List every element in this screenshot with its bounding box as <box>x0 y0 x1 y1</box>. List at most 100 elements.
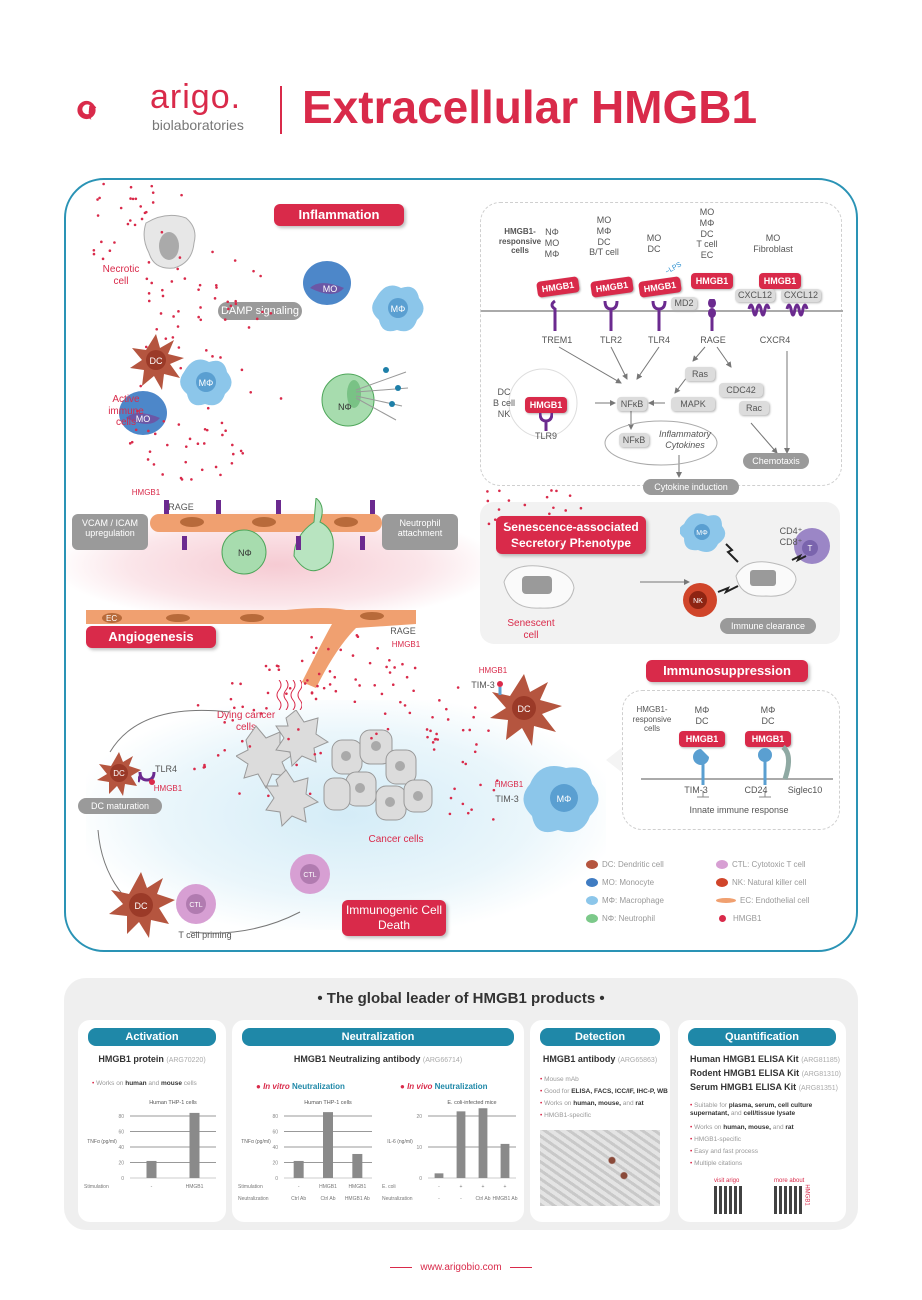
qr-code-more-about[interactable] <box>774 1186 802 1214</box>
hmgb1-particle <box>248 745 252 748</box>
product-name[interactable]: HMGB1 protein (ARG70220) <box>98 1054 206 1064</box>
responsive-cells-label: HMGB1-responsive cells <box>498 227 542 256</box>
svg-text:MΦ: MΦ <box>696 530 708 537</box>
hmgb1-particle <box>172 315 175 318</box>
hmgb1-particle <box>385 665 388 669</box>
mouse-icon: ● <box>256 1082 261 1091</box>
hmgb1-particle <box>315 646 318 650</box>
tlr2-cells: MO MΦ DC B/T cell <box>589 215 619 258</box>
hmgb1-particle <box>92 252 96 256</box>
hmgb1-particle <box>269 311 273 315</box>
hmgb1-particle <box>268 668 271 672</box>
hmgb1-particle <box>386 727 390 731</box>
hmgb1-particle <box>240 739 244 743</box>
tlr4-label: TLR4 <box>647 335 670 345</box>
cdc42-box: CDC42 <box>719 383 763 397</box>
dc-legend-icon <box>586 860 598 870</box>
hmgb1-particle <box>199 306 202 309</box>
hmgb1-particle <box>139 384 143 388</box>
y-axis-label: TNFα (pg/ml) <box>87 1139 117 1145</box>
angiogenesis-vessel-graphic: EC <box>86 608 416 688</box>
hmgb1-particle <box>216 754 220 757</box>
bar <box>146 1160 157 1178</box>
x-tick-label: HMGB1 <box>348 1184 366 1190</box>
hmgb1-particle <box>277 668 281 672</box>
hmgb1-particle <box>425 728 429 731</box>
product-name[interactable]: HMGB1 Neutralizing antibody (ARG66714) <box>293 1054 463 1064</box>
hmgb1-particle <box>151 201 155 204</box>
hmgb1-particle <box>555 489 558 493</box>
monocyte-icon: MO <box>119 391 167 435</box>
x-tick-label: - <box>298 1184 300 1190</box>
svg-text:DC: DC <box>113 769 125 778</box>
hmgb1-legend-icon <box>719 915 726 923</box>
legend-item: NΦ: Neutrophil <box>586 914 655 924</box>
hmgb1-particle <box>238 792 241 795</box>
hmgb1-particle <box>183 277 187 280</box>
hmgb1-particle <box>448 812 452 816</box>
hmgb1-particle <box>548 512 551 516</box>
nfkb-box: NFκB <box>617 397 647 411</box>
hmgb1-particle <box>303 682 307 685</box>
x-tick-label: - <box>460 1196 462 1202</box>
hmgb1-particle <box>508 532 512 535</box>
product-bullet: Multiple citations <box>690 1160 742 1168</box>
hmgb1-particle <box>473 750 477 754</box>
x-tick-label: - <box>438 1184 440 1190</box>
hmgb1-particle <box>568 494 572 497</box>
x-tick-label: HMGB1 <box>186 1184 204 1190</box>
hmgb1-particle <box>96 214 100 217</box>
hmgb1-particle <box>199 318 203 322</box>
hmgb1-particle <box>310 635 313 639</box>
y-tick-label: 20 <box>118 1161 124 1167</box>
hmgb1-particle <box>368 661 372 665</box>
hmgb1-particle <box>223 748 226 752</box>
x-tick-label: Ctrl Ab <box>291 1196 306 1202</box>
hmgb1-particle <box>92 249 96 252</box>
y-tick-label: 80 <box>272 1114 278 1120</box>
product-name[interactable]: Human HMGB1 ELISA Kit (ARG81185) <box>690 1054 840 1064</box>
x-tick-label: Ctrl Ab <box>320 1196 335 1202</box>
trem1-cells: NΦ MO MΦ <box>544 227 560 259</box>
hmgb1-particle <box>487 522 491 526</box>
hmgb1-particle <box>147 292 151 295</box>
x-tick-label: HMGB1 <box>319 1184 337 1190</box>
hmgb1-particle <box>203 427 207 431</box>
hmgb1-particle <box>431 741 435 744</box>
bar <box>478 1108 488 1178</box>
product-name[interactable]: Rodent HMGB1 ELISA Kit (ARG81310) <box>690 1068 841 1078</box>
hmgb1-particle <box>285 692 288 695</box>
hmgb1-particle <box>492 818 495 821</box>
hmgb1-label: HMGB1 <box>153 784 183 793</box>
hmgb1-particle <box>328 683 332 686</box>
hmgb1-particle <box>267 794 270 798</box>
product-name[interactable]: HMGB1 antibody (ARG65863) <box>542 1054 658 1064</box>
necrotic-cell-label: Necrotic cell <box>102 264 140 287</box>
hmgb1-particle <box>535 534 538 537</box>
hmgb1-particle <box>211 250 214 254</box>
product-name[interactable]: Serum HMGB1 ELISA Kit (ARG81351) <box>690 1082 838 1092</box>
qr-code-visit-arigo[interactable] <box>714 1186 742 1214</box>
hmgb1-particle <box>129 185 133 189</box>
hmgb1-particle <box>266 691 270 695</box>
hmgb1-particle <box>581 542 585 545</box>
tlr9-cells: DC B cell NK <box>492 387 515 419</box>
hmgb1-particle <box>170 280 174 283</box>
inflammatory-cytokines-label: Inflammatory Cytokines <box>658 429 711 450</box>
sasp-panel: Senescence-associated Secretory Phenotyp… <box>480 502 840 644</box>
hmgb1-particle <box>259 274 262 278</box>
hmgb1-particle <box>445 707 448 711</box>
row-label: E. coli <box>382 1184 396 1190</box>
hmgb1-particle <box>252 269 255 273</box>
header-divider <box>280 86 282 134</box>
hmgb1-particle <box>255 317 259 321</box>
hmgb1-particle <box>233 259 237 262</box>
hmgb1-particle <box>150 281 154 285</box>
hmgb1-particle <box>339 648 343 652</box>
website-link[interactable]: www.arigobio.com <box>420 1262 502 1273</box>
hmgb1-particle <box>221 433 224 437</box>
hmgb1-particle <box>431 715 434 719</box>
hmgb1-particle <box>486 490 489 493</box>
x-tick-label: + <box>504 1184 507 1190</box>
svg-text:MΦ: MΦ <box>199 378 214 388</box>
